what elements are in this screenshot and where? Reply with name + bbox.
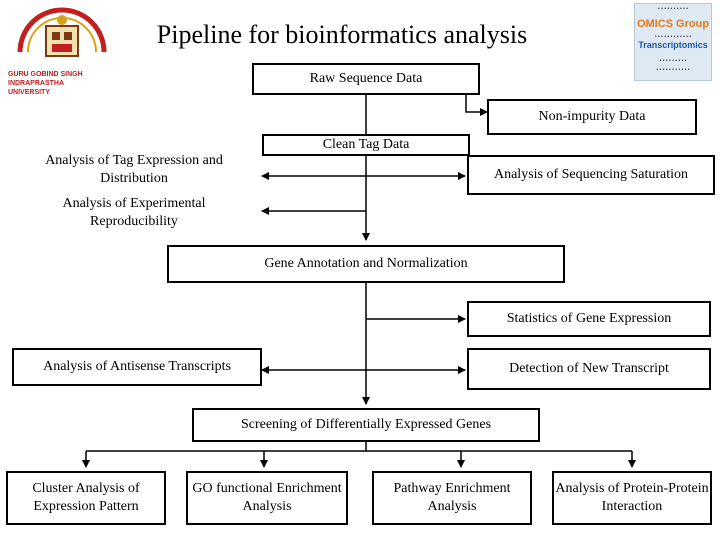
university-logo: GURU GOBIND SINGH INDRAPRASTHA UNIVERSIT… [6, 4, 118, 96]
page-title: Pipeline for bioinformatics analysis [156, 20, 528, 49]
university-name-line2: INDRAPRASTHA [8, 80, 64, 87]
conference-brand: OMICS Group [636, 18, 710, 30]
node-gene-annotation: Gene Annotation and Normalization [167, 245, 565, 283]
node-raw-sequence-data: Raw Sequence Data [252, 63, 480, 95]
node-tag-expression: Analysis of Tag Expression and Distribut… [45, 153, 223, 186]
node-go-enrichment: GO functional Enrichment Analysis [186, 471, 348, 525]
edge-raw-nonimpurity [465, 95, 488, 116]
node-non-impurity-data: Non-impurity Data [487, 99, 697, 135]
conference-badge: • • • • • • • • • • OMICS Group • • • • … [634, 3, 712, 81]
node-cluster-analysis: Cluster Analysis of Expression Pattern [6, 471, 166, 525]
university-name-line3: UNIVERSITY [8, 89, 51, 96]
node-pathway-enrichment: Pathway Enrichment Analysis [372, 471, 532, 525]
node-protein-protein-interaction: Analysis of Protein-Protein Interaction [552, 471, 712, 525]
university-crest-icon [17, 7, 107, 57]
node-antisense-transcripts: Analysis of Antisense Transcripts [12, 348, 262, 386]
node-clean-tag-data: Clean Tag Data [262, 134, 470, 156]
university-name-line1: GURU GOBIND SINGH [8, 71, 83, 78]
node-experimental-reproducibility: Analysis of Experimental Reproducibility [62, 196, 206, 229]
node-new-transcript: Detection of New Transcript [467, 348, 711, 390]
conference-event: Transcriptomics [638, 40, 708, 50]
node-differential-expression: Screening of Differentially Expressed Ge… [192, 408, 540, 442]
node-sequencing-saturation: Analysis of Sequencing Saturation [467, 155, 715, 195]
node-statistics-gene-expression: Statistics of Gene Expression [467, 301, 711, 337]
